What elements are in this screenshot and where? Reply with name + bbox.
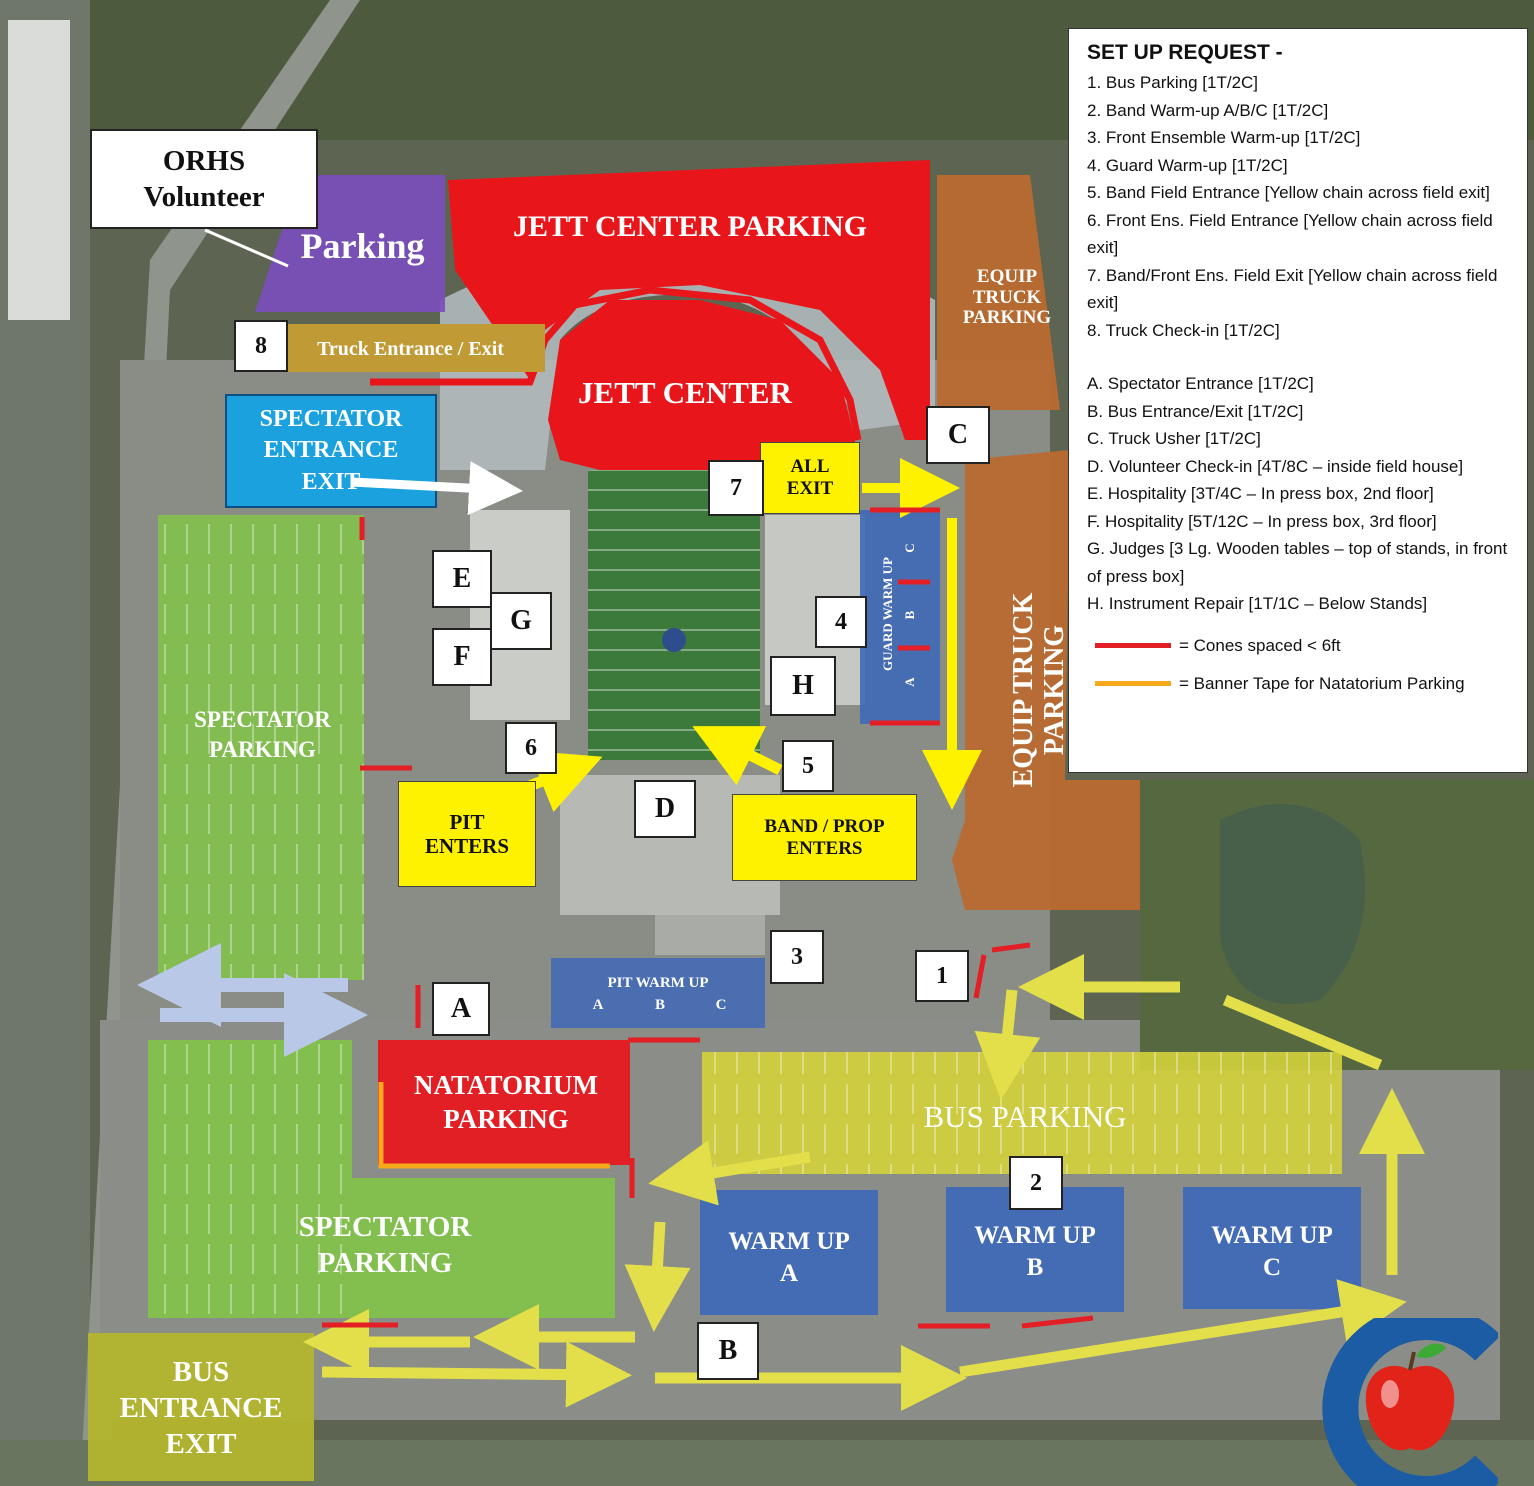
jett-center-label: JETT CENTER xyxy=(578,374,792,410)
football-field xyxy=(588,470,760,760)
natatorium-parking-zone xyxy=(378,1040,630,1165)
jett-center-parking-zone xyxy=(448,160,930,440)
legend-item: 2. Band Warm-up A/B/C [1T/2C] xyxy=(1087,100,1329,120)
guard-warm-up-a: A xyxy=(901,677,917,687)
guard-warm-up-label: GUARD WARM UP xyxy=(879,557,895,671)
guard-warm-up-c: C xyxy=(901,543,917,553)
legend-item: 3. Front Ensemble Warm-up [1T/2C] xyxy=(1087,128,1361,147)
banner-key-text: = Banner Tape for Natatorium Parking xyxy=(1179,673,1465,693)
bus-entrance-exit-zone xyxy=(88,1333,314,1481)
volunteer-parking-label: Parking xyxy=(300,226,425,267)
pit-enters-callout: PIT ENTERS xyxy=(398,781,536,887)
guard-warm-up-zone xyxy=(860,510,940,724)
marker-c: C xyxy=(926,406,990,464)
banner-tape xyxy=(378,1082,610,1169)
legend-letter: H. Instrument Repair [1T/1C – Below Stan… xyxy=(1087,594,1428,613)
legend-item: 6. Front Ens. Field Entrance [Yellow cha… xyxy=(1087,210,1493,258)
legend-letter: E. Hospitality [3T/4C – In press box, 2n… xyxy=(1087,484,1434,503)
pit-warm-up-b: B xyxy=(654,996,665,1013)
legend-letter: A. Spectator Entrance [1T/2C] xyxy=(1087,374,1314,393)
marker-4: 4 xyxy=(815,596,867,648)
marker-3: 3 xyxy=(770,930,824,984)
jett-center-parking-label: JETT CENTER PARKING xyxy=(513,209,867,243)
legend-letter: G. Judges [3 Lg. Wooden tables – top of … xyxy=(1087,539,1508,586)
legend-item: 4. Guard Warm-up [1T/2C] xyxy=(1087,155,1288,175)
warm-up-a-label: WARM UP A xyxy=(728,1227,850,1288)
legend-letter: C. Truck Usher [1T/2C] xyxy=(1087,429,1261,448)
marker-2: 2 xyxy=(1009,1156,1063,1210)
guard-warm-up-b: B xyxy=(901,610,917,620)
warm-up-a-zone xyxy=(700,1190,878,1315)
equip-truck-parking-top-zone xyxy=(937,175,1060,410)
spectator-entrance-exit-label: SPECTATOR ENTRANCE EXIT xyxy=(259,406,403,495)
pit-warm-up-a: A xyxy=(592,996,604,1013)
marker-e: E xyxy=(432,550,492,608)
band-prop-enters-callout: BAND / PROP ENTERS xyxy=(732,794,917,881)
bus-parking-label: BUS PARKING xyxy=(923,1098,1127,1134)
orhs-volunteer-label: ORHS Volunteer xyxy=(90,129,318,229)
jett-center-zone xyxy=(548,300,855,470)
warm-up-b-label: WARM UP B xyxy=(974,1221,1096,1282)
marker-f: F xyxy=(432,628,492,686)
truck-strip xyxy=(283,324,545,372)
legend-item: 5. Band Field Entrance [Yellow chain acr… xyxy=(1087,183,1490,202)
legend-letter: B. Bus Entrance/Exit [1T/2C] xyxy=(1087,401,1304,421)
marker-6: 6 xyxy=(505,722,557,774)
marker-h: H xyxy=(770,656,836,716)
legend-item: 7. Band/Front Ens. Field Exit [Yellow ch… xyxy=(1087,265,1498,313)
warm-up-c-zone xyxy=(1183,1187,1361,1309)
setup-request-legend: SET UP REQUEST - 1. Bus Parking [1T/2C] … xyxy=(1068,28,1528,773)
truck-entrance-exit-label: Truck Entrance / Exit xyxy=(317,338,504,360)
banner-swatch xyxy=(1095,681,1171,686)
pit-warm-up-label: PIT WARM UP xyxy=(607,974,709,991)
pit-warm-up-zone xyxy=(551,958,765,1028)
spectator-parking-south-label: SPECTATOR PARKING xyxy=(298,1210,472,1279)
cones-key-text: = Cones spaced < 6ft xyxy=(1179,635,1341,655)
district-logo xyxy=(1322,1318,1498,1486)
marker-8: 8 xyxy=(234,320,288,372)
all-exit-callout: ALL EXIT xyxy=(760,442,860,514)
marker-5: 5 xyxy=(782,740,834,792)
marker-d: D xyxy=(634,780,696,838)
equip-truck-parking-top-label: EQUIP TRUCK PARKING xyxy=(962,265,1052,329)
spectator-parking-west-label: SPECTATOR PARKING xyxy=(194,707,331,762)
legend-title: SET UP REQUEST - xyxy=(1087,41,1283,64)
legend-banner-key: = Banner Tape for Natatorium Parking xyxy=(1087,674,1511,694)
equip-truck-parking-right-zone xyxy=(952,450,1140,910)
legend-letter: D. Volunteer Check-in [4T/8C – inside fi… xyxy=(1087,456,1464,476)
pit-warm-up-c: C xyxy=(715,996,727,1013)
legend-letter: F. Hospitality [5T/12C – In press box, 3… xyxy=(1087,511,1437,531)
warm-up-c-label: WARM UP C xyxy=(1211,1221,1333,1282)
marker-g: G xyxy=(490,592,552,650)
bus-entrance-exit-label: BUS ENTRANCE EXIT xyxy=(119,1355,283,1461)
legend-item: 8. Truck Check-in [1T/2C] xyxy=(1087,320,1280,340)
apple-icon xyxy=(1365,1343,1455,1451)
cone-lines xyxy=(322,507,1094,1329)
marker-7: 7 xyxy=(708,460,764,516)
marker-a: A xyxy=(432,982,490,1036)
cones-swatch xyxy=(1095,643,1171,648)
natatorium-parking-label: NATATORIUM PARKING xyxy=(413,1070,598,1134)
marker-b: B xyxy=(697,1322,759,1380)
legend-cones-key: = Cones spaced < 6ft xyxy=(1087,636,1511,656)
legend-item: 1. Bus Parking [1T/2C] xyxy=(1087,73,1259,92)
marker-1: 1 xyxy=(915,950,969,1002)
